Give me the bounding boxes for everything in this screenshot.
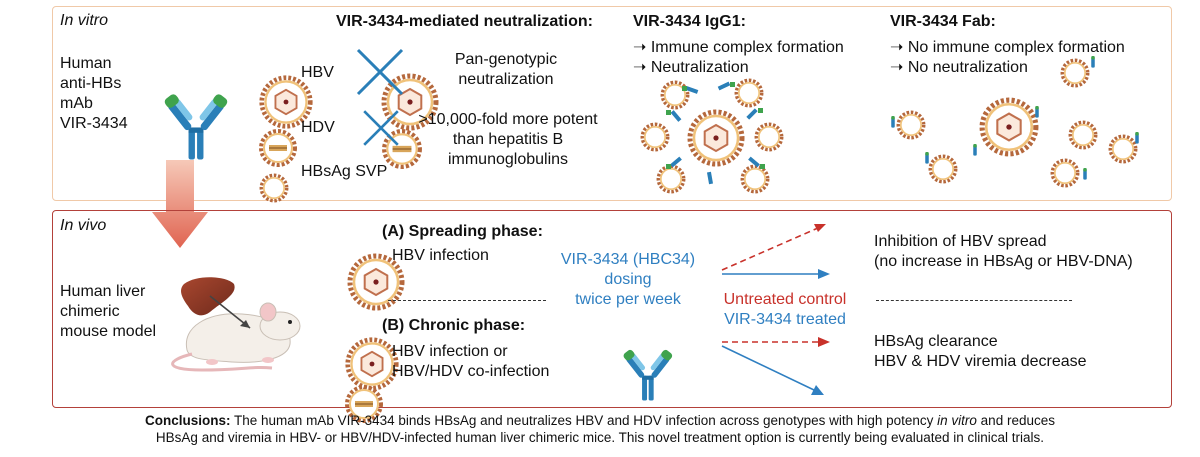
hdv-label: HDV: [301, 119, 335, 136]
outcome-divider: [876, 300, 1072, 301]
hbv-note-line-1: Pan-genotypic: [454, 51, 558, 68]
chronic-phase-text-line-2: HBV/HDV co-infection: [392, 363, 550, 380]
antibody-icon: [132, 48, 196, 128]
igg1-title: VIR-3434 IgG1:: [633, 13, 746, 30]
legend-treated: VIR-3434 treated: [724, 311, 846, 328]
chronic-phase-text-line-1: HBV infection or: [392, 343, 508, 360]
legend-untreated: Untreated control: [723, 291, 847, 308]
outcome-arrows: [721, 224, 830, 395]
arrow-treated-a: [722, 269, 830, 279]
hdv-neutralized-icon: [363, 110, 402, 149]
spreading-phase-title: (A) Spreading phase:: [382, 223, 543, 240]
antibody-label-line-1: Human: [60, 55, 112, 72]
antibody-icon-dosing: [598, 316, 648, 374]
phase-divider: [388, 300, 546, 301]
arrow-treated-b: [721, 345, 824, 395]
hdv-note-line-2: than hepatitis B: [452, 131, 564, 148]
model-label-line-1: Human liver: [60, 283, 146, 300]
conclusion-emphasis: in vitro: [937, 413, 977, 428]
hdv-virion-icon-chronic: [324, 364, 364, 404]
fab-item-1: ➝ No immune complex formation: [890, 39, 1125, 56]
outcome-a-line-1: Inhibition of HBV spread: [874, 233, 1047, 250]
outcome-a-line-2: (no increase in HBsAg or HBV-DNA): [874, 253, 1133, 270]
mouse-model-illustration: [171, 277, 301, 372]
hdv-note-line-3: immunoglobulins: [447, 151, 569, 168]
hbv-virion-icon: [230, 46, 286, 102]
fab-title: VIR-3434 Fab:: [890, 13, 996, 30]
hdv-note-line-1: >10,000-fold more potent: [418, 111, 598, 128]
antibody-label-line-4: VIR-3434: [60, 115, 128, 132]
dosing-line-2: dosing: [604, 271, 652, 288]
in-vitro-label: In vitro: [60, 12, 109, 29]
neutralization-title: VIR-3434-mediated neutralization:: [336, 13, 593, 30]
arrow-untreated-b: [722, 337, 830, 347]
in-vitro-panel: [52, 6, 1172, 201]
dosing-line-1: VIR-3434 (HBC34): [560, 251, 696, 268]
down-arrow-icon: [152, 160, 208, 248]
antibody-label-line-3: mAb: [60, 95, 93, 112]
arrow-untreated-a: [721, 224, 826, 271]
model-label-line-2: chimeric: [60, 303, 120, 320]
svp-particle-icon: [240, 154, 274, 188]
dosing-line-3: twice per week: [575, 291, 681, 308]
model-label-line-3: mouse model: [60, 323, 157, 340]
conclusion-line-1: Conclusions: The human mAb VIR-3434 bind…: [70, 412, 1130, 429]
conclusion-text-2: and reduces: [976, 413, 1055, 428]
hbv-virion-icon-spreading: [316, 222, 376, 282]
chronic-phase-title: (B) Chronic phase:: [382, 317, 526, 334]
fab-particles-illustration: [891, 56, 1139, 188]
in-vivo-label: In vivo: [60, 217, 107, 234]
svp-label: HBsAg SVP: [301, 163, 388, 180]
fab-item-2: ➝ No neutralization: [890, 59, 1028, 76]
outcome-b-line-1: HBsAg clearance: [874, 333, 998, 350]
immune-complex-illustration: [640, 78, 784, 194]
hbv-label: HBV: [301, 64, 334, 81]
conclusion-label: Conclusions:: [145, 413, 231, 428]
cross-icon: [356, 48, 404, 96]
liver-icon: [181, 277, 235, 316]
hbv-virion-icon-chronic: [316, 308, 372, 364]
conclusion-text-1: The human mAb VIR-3434 binds HBsAg and n…: [230, 413, 938, 428]
mouse-icon: [171, 302, 301, 372]
spreading-phase-text: HBV infection: [392, 247, 489, 264]
antibody-label-line-2: anti-HBs: [60, 75, 122, 92]
hdv-virion-icon: [238, 108, 278, 148]
igg1-item-2: ➝ Neutralization: [633, 59, 749, 76]
outcome-b-line-2: HBV & HDV viremia decrease: [874, 353, 1087, 370]
hbv-neutralized-icon: [356, 48, 410, 102]
in-vivo-panel: [52, 210, 1172, 408]
cross-icon: [363, 110, 399, 146]
igg1-item-1: ➝ Immune complex formation: [633, 39, 844, 56]
conclusion: Conclusions: The human mAb VIR-3434 bind…: [70, 412, 1130, 446]
conclusion-line-2: HBsAg and viremia in HBV- or HBV/HDV-inf…: [155, 430, 1045, 445]
hbv-note-line-2: neutralization: [458, 71, 554, 88]
